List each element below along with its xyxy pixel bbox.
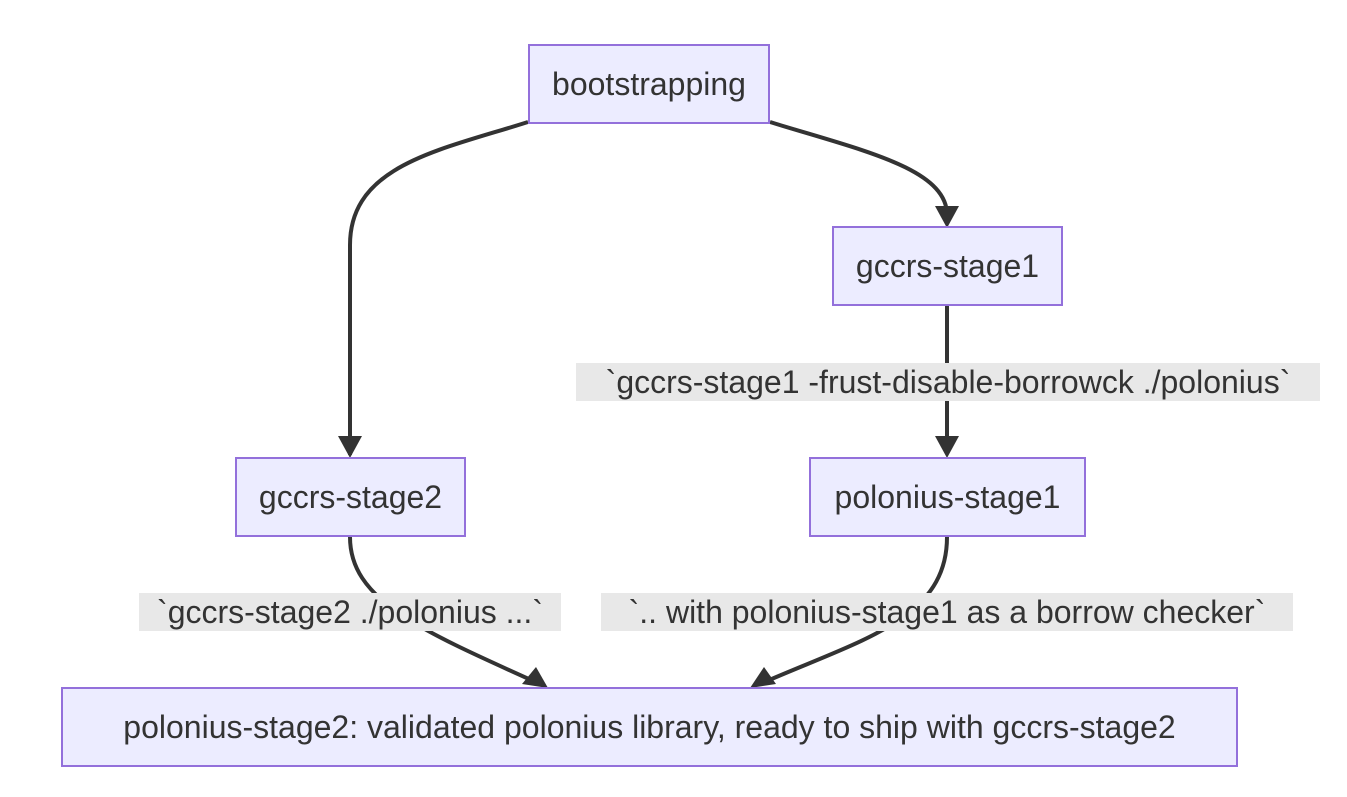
arrowhead-polonius-stage1 bbox=[935, 436, 959, 458]
edge-label-gccrs-stage1-command: `gccrs-stage1 -frust-disable-borrowck ./… bbox=[576, 363, 1320, 401]
node-polonius-stage2: polonius-stage2: validated polonius libr… bbox=[61, 687, 1238, 767]
edge-bootstrapping-to-gccrs-stage1 bbox=[769, 120, 949, 216]
arrowhead-gccrs-stage1 bbox=[935, 206, 959, 228]
node-bootstrapping: bootstrapping bbox=[528, 44, 770, 124]
node-polonius-stage1: polonius-stage1 bbox=[809, 457, 1086, 537]
edge-label-gccrs-stage2-command: `gccrs-stage2 ./polonius ...` bbox=[139, 593, 561, 631]
node-gccrs-stage2: gccrs-stage2 bbox=[235, 457, 466, 537]
edge-label-borrow-checker: `.. with polonius-stage1 as a borrow che… bbox=[601, 593, 1293, 631]
arrowhead-polonius-stage2-right bbox=[750, 667, 776, 688]
edge-bootstrapping-to-gccrs-stage2 bbox=[348, 120, 529, 455]
arrowhead-gccrs-stage2 bbox=[338, 436, 362, 458]
arrowhead-polonius-stage2-left bbox=[522, 667, 548, 688]
node-gccrs-stage1: gccrs-stage1 bbox=[832, 226, 1063, 306]
